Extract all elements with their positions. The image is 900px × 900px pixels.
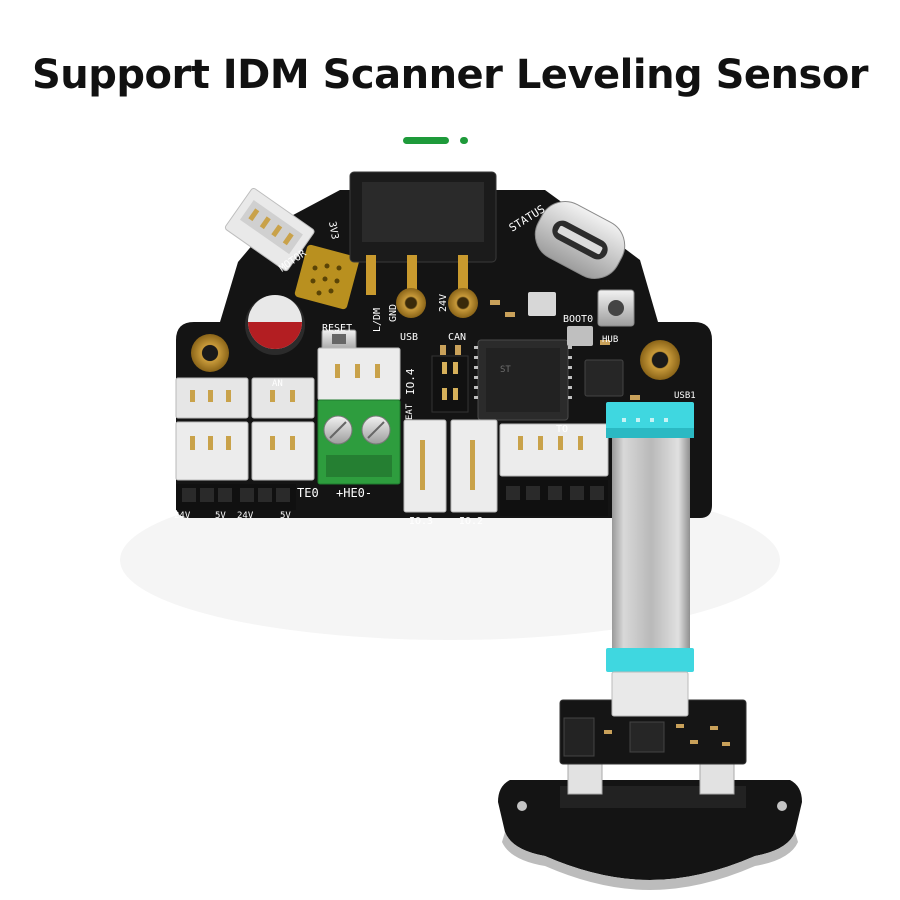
heater-terminal-block bbox=[317, 399, 401, 485]
title-divider-bar bbox=[403, 137, 449, 144]
crystal bbox=[528, 292, 556, 316]
jumper-pins-left bbox=[176, 484, 296, 510]
label-ldm: L/DM bbox=[372, 308, 383, 332]
toolhead-board: ST bbox=[174, 171, 712, 527]
fan-connectors bbox=[175, 377, 315, 481]
label-usb1: USB1 bbox=[674, 391, 696, 401]
usb-c-port bbox=[534, 201, 626, 279]
label-te0: TE0 bbox=[297, 486, 319, 500]
label-5v-a: 5V bbox=[215, 511, 226, 521]
power-connector bbox=[349, 171, 497, 318]
label-24v-b: 24V bbox=[237, 511, 254, 521]
label-hub: HUB bbox=[602, 335, 618, 345]
label-he0: +HE0- bbox=[336, 486, 372, 500]
label-5v-b: 5V bbox=[280, 511, 291, 521]
label-boot0: BOOT0 bbox=[563, 314, 593, 325]
label-24v: 24V bbox=[438, 294, 449, 312]
label-heat: EAT bbox=[405, 403, 415, 420]
sensor-connector bbox=[611, 671, 689, 717]
label-to: TO bbox=[556, 424, 568, 435]
label-gnd: GND bbox=[388, 304, 399, 322]
motor-connector bbox=[224, 187, 315, 272]
label-can: CAN bbox=[448, 332, 466, 343]
label-3v3: 3V3 bbox=[326, 221, 340, 241]
label-fan: AN bbox=[272, 379, 283, 389]
label-reset: RESET bbox=[322, 323, 352, 334]
label-usb: USB bbox=[400, 332, 418, 343]
page-title: Support IDM Scanner Leveling Sensor bbox=[31, 52, 869, 98]
idm-scanner-sensor bbox=[498, 671, 802, 890]
svg-text:ST: ST bbox=[500, 365, 511, 375]
small-chip bbox=[584, 359, 624, 397]
probe-connector bbox=[499, 423, 609, 477]
title-divider-dot bbox=[460, 137, 468, 144]
ribbon-cable bbox=[606, 402, 694, 672]
buzzer bbox=[294, 244, 360, 310]
label-io2: IO.2 bbox=[459, 516, 483, 527]
cable-tip-bottom bbox=[606, 648, 694, 672]
io-connectors bbox=[403, 419, 498, 513]
label-io3: IO.3 bbox=[409, 516, 433, 527]
label-24v-a: 24V bbox=[174, 511, 191, 521]
label-io4: IO.4 bbox=[404, 368, 417, 395]
